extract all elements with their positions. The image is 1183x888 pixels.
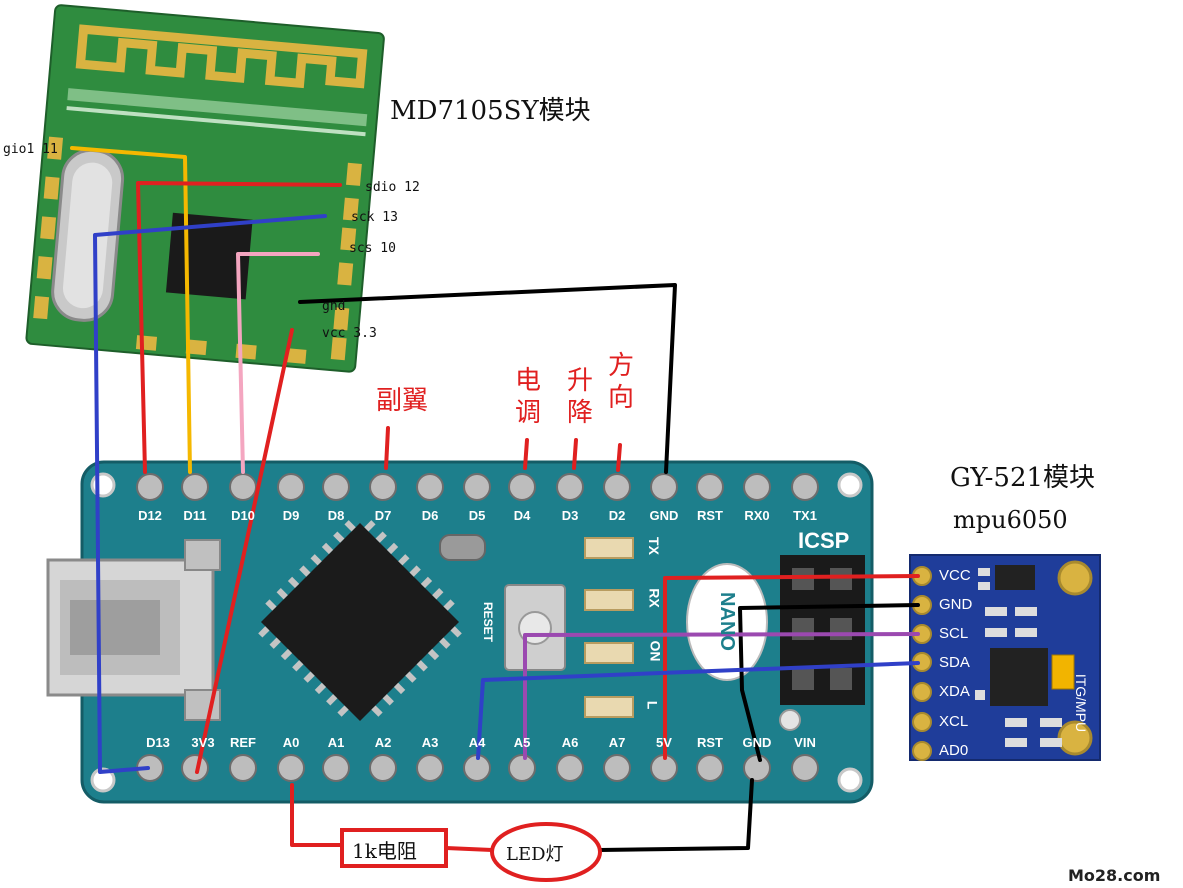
- nano-bottom-pin-label: A7: [608, 735, 626, 750]
- led-label: LED灯: [506, 844, 564, 865]
- nano-bottom-pin-label: D13: [146, 735, 170, 750]
- nano-top-pin-label: D10: [231, 508, 255, 523]
- mpu-pin-vcc: VCC: [939, 567, 971, 584]
- rf-module-board: [25, 4, 385, 373]
- channel-elevator: 升降: [566, 366, 593, 428]
- led-label-rx: RX: [646, 588, 663, 608]
- nano-bottom-pin-label: 5V: [656, 735, 672, 750]
- channel-aileron: 副翼: [376, 386, 429, 416]
- tick-rudder: [616, 443, 622, 472]
- nano-top-pin-label: GND: [649, 508, 679, 523]
- wire-scs-d10: [236, 252, 320, 474]
- nano-bottom-pin-label: A3: [421, 735, 439, 750]
- nano-top-pin-label: TX1: [793, 508, 817, 523]
- channel-rudder: 方向: [607, 351, 634, 413]
- led-label-l: L: [644, 700, 661, 710]
- mpu-side-label: ITG/MPU: [1073, 673, 1090, 733]
- channel-throttle: 电调: [514, 366, 541, 428]
- arduino-nano-board: [46, 460, 874, 804]
- nano-bottom-pin-label: A1: [327, 735, 345, 750]
- nano-bottom-pin-label: A2: [374, 735, 392, 750]
- mpu-pin-gnd: GND: [939, 596, 973, 613]
- icsp-label: ICSP: [798, 528, 850, 553]
- watermark: Mo28.com: [1068, 866, 1161, 885]
- wires: [70, 146, 920, 852]
- nano-bottom-pin-label: VIN: [794, 735, 816, 750]
- nano-bottom-pin-label: REF: [230, 735, 256, 750]
- led-label-on: ON: [647, 640, 664, 662]
- nano-top-pin-label: D6: [421, 508, 439, 523]
- nano-bottom-pin-label: A4: [468, 735, 486, 750]
- mpu6050-board: [909, 554, 1101, 761]
- nano-bottom-pin-label: A0: [282, 735, 300, 750]
- nano-top-pin-label: RX0: [744, 508, 770, 523]
- led-label-tx: TX: [645, 537, 662, 555]
- nano-top-pin-label: RST: [697, 508, 723, 523]
- nano-top-pin-label: D7: [374, 508, 392, 523]
- nano-bottom-pin-label: A6: [561, 735, 579, 750]
- wire-sck-d13: [93, 214, 327, 774]
- nano-bottom-pin-label: GND: [742, 735, 772, 750]
- resistor-label: 1k电阻: [352, 839, 417, 863]
- nano-bottom-pin-label: A5: [513, 735, 531, 750]
- reset-label: RESET: [481, 601, 496, 643]
- tick-aileron: [384, 426, 390, 470]
- nano-top-pin-label: D9: [282, 508, 300, 523]
- imu-module-subtitle: mpu6050: [953, 506, 1068, 534]
- rf-module-title: MD7105SY模块: [390, 96, 591, 126]
- wire-mpu-vcc-5v: [663, 574, 920, 760]
- nano-top-pin-label: D5: [468, 508, 486, 523]
- rf-pin-vcc: vcc 3.3: [322, 326, 377, 341]
- wire-resistor-led: [444, 846, 494, 852]
- nano-top-pin-label: D3: [561, 508, 579, 523]
- mpu-pin-xda: XDA: [939, 683, 970, 700]
- wire-a0-resistor: [290, 783, 344, 847]
- wire-mpu-gnd-gnd: [738, 603, 920, 762]
- wire-led-gnd: [598, 778, 754, 852]
- wire-gio1-d11: [70, 146, 192, 474]
- wire-gnd-gnd: [298, 283, 677, 474]
- nano-top-pin-label: D8: [327, 508, 345, 523]
- nano-bottom-pin-label: 3V3: [191, 735, 215, 750]
- nano-top-pin-label: D2: [608, 508, 626, 523]
- imu-module-title: GY-521模块: [950, 463, 1096, 493]
- nano-top-pin-label: D4: [513, 508, 531, 523]
- wire-vcc-3v3: [195, 328, 294, 774]
- wire-mpu-sda-a4: [476, 661, 920, 760]
- led-ellipse: [490, 822, 602, 882]
- mpu-pin-xcl: XCL: [939, 713, 969, 730]
- rf-pin-sdio: sdio 12: [365, 180, 420, 195]
- wire-sdio-d12: [136, 181, 342, 474]
- mpu-pin-sda: SDA: [939, 654, 970, 671]
- mpu-pin-scl: SCL: [939, 625, 969, 642]
- tick-elevator: [572, 438, 578, 470]
- mpu-pin-ad0: AD0: [939, 742, 969, 759]
- nano-logo: NANO: [715, 592, 738, 651]
- resistor-box: [340, 828, 448, 868]
- nano-top-pin-label: D12: [138, 508, 162, 523]
- wire-mpu-scl-a5: [523, 632, 920, 760]
- nano-bottom-pin-label: RST: [697, 735, 723, 750]
- rf-pin-sck: sck 13: [351, 210, 398, 225]
- rf-pin-scs: scs 10: [349, 241, 396, 256]
- rf-pin-gnd: gnd: [322, 299, 346, 314]
- tick-throttle: [523, 438, 529, 470]
- rf-pin-gio1: gio1 11: [3, 142, 58, 157]
- nano-top-pin-label: D11: [183, 508, 207, 523]
